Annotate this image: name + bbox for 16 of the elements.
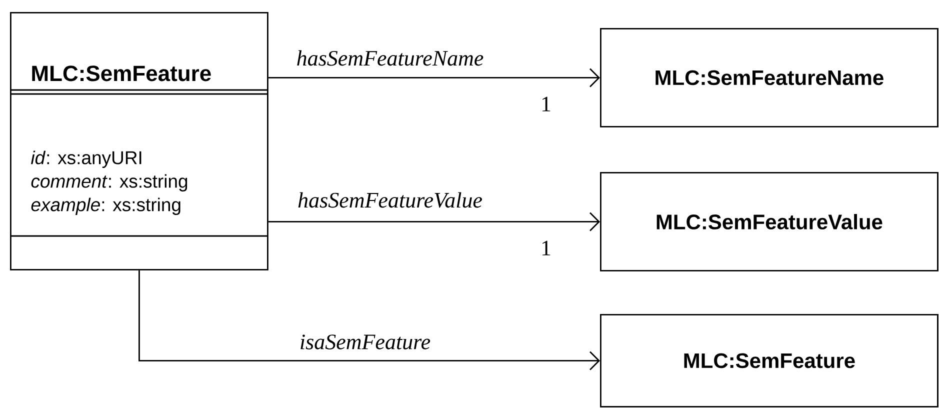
edge-label: hasSemFeatureValue [298, 192, 482, 208]
arrow [138, 270, 600, 370]
arrow [268, 212, 600, 232]
attribute: id: xs:anyURI [31, 150, 142, 168]
edge-label: hasSemFeatureName [297, 50, 484, 66]
edge-label: isaSemFeature [300, 334, 430, 350]
multiplicity: 1 [542, 96, 550, 112]
attribute: comment: xs:string [31, 174, 188, 192]
attribute: example: xs:string [31, 198, 180, 215]
class-box: MLC:SemFeatureValue [600, 172, 938, 272]
class-name: MLC:SemFeature [32, 66, 211, 82]
multiplicity: 1 [542, 240, 550, 256]
arrow [268, 68, 600, 88]
class-box: MLC:SemFeature [600, 314, 938, 408]
class-box [10, 12, 268, 270]
class-box: MLC:SemFeatureName [600, 28, 938, 128]
